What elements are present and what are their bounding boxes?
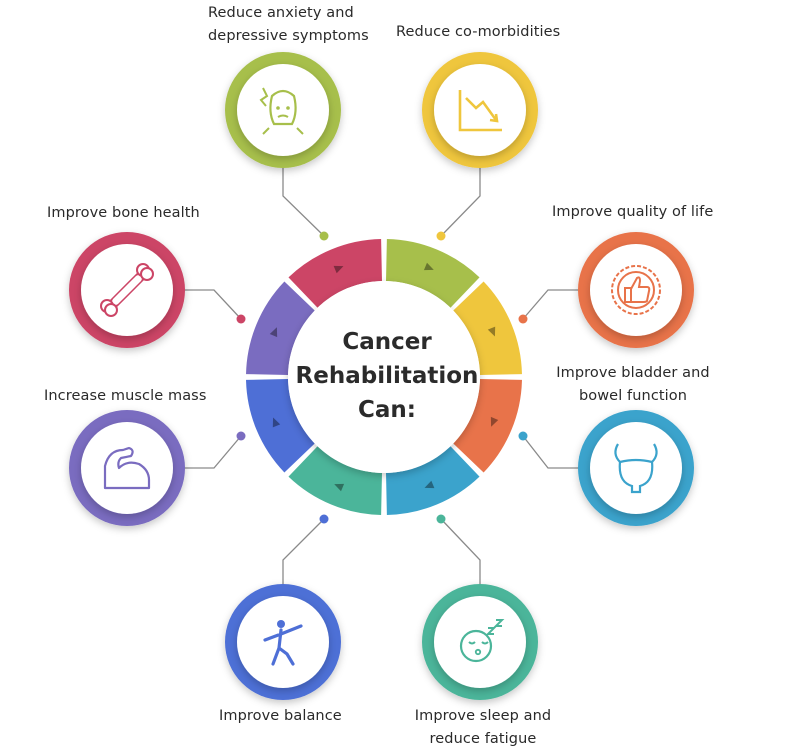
thumbs-up-badge-icon xyxy=(611,265,661,315)
ring-arrow-bladder xyxy=(424,480,435,489)
ring-segment-muscle xyxy=(246,281,315,375)
label-reduce-anxiety: Reduce anxiety and depressive symptoms xyxy=(208,5,369,44)
ring-arrow-anxiety xyxy=(423,262,434,271)
ring-segment-comorb xyxy=(453,281,522,375)
node-bone xyxy=(69,232,185,348)
bladder-icon xyxy=(614,443,658,494)
ring-segment-balance xyxy=(246,379,315,473)
bone-icon xyxy=(100,263,154,317)
connector-dot-sleep xyxy=(436,514,446,524)
ring-segment-anxiety xyxy=(386,239,480,308)
label-improve-balance: Improve balance xyxy=(219,708,342,724)
node-muscle xyxy=(69,410,185,526)
connector-dot-quality xyxy=(518,314,528,324)
label-quality-of-life: Improve quality of life xyxy=(552,204,714,220)
connector-dot-bone xyxy=(236,314,246,324)
center-circle xyxy=(288,281,480,473)
connector-dot-comorb xyxy=(436,231,446,241)
node-comorb xyxy=(422,52,538,168)
ring-segment-bone xyxy=(288,239,382,308)
ring-arrow-sleep xyxy=(334,483,345,492)
ring-arrow-quality xyxy=(490,416,499,427)
connector-dot-anxiety xyxy=(319,231,329,241)
balance-figure-icon xyxy=(263,620,303,666)
node-quality xyxy=(578,232,694,348)
ring-arrow-balance xyxy=(272,417,281,428)
node-bladder xyxy=(578,410,694,526)
sleeping-face-icon xyxy=(459,619,505,663)
flexed-arm-icon xyxy=(103,446,151,490)
ring-arrow-muscle xyxy=(269,327,278,338)
ring-segment-bladder xyxy=(386,446,480,515)
center-title: Cancer Rehabilitation Can: xyxy=(295,329,479,423)
declining-chart-icon xyxy=(458,90,502,132)
ring-segment-quality xyxy=(453,379,522,473)
connector-dot-balance xyxy=(319,514,329,524)
label-reduce-comorbidities: Reduce co-morbidities xyxy=(396,24,561,40)
node-anxiety xyxy=(225,52,341,168)
label-bone-health: Improve bone health xyxy=(47,205,200,221)
connector-dot-muscle xyxy=(236,431,246,441)
ring-arrow-comorb xyxy=(487,326,496,337)
connector-dot-bladder xyxy=(518,431,528,441)
label-sleep-fatigue: Improve sleep and reduce fatigue xyxy=(414,708,552,747)
anxious-face-icon xyxy=(259,87,304,135)
label-bladder-bowel: Improve bladder and bowel function xyxy=(556,365,710,404)
ring-arrow-bone xyxy=(333,265,344,274)
label-muscle-mass: Increase muscle mass xyxy=(44,388,207,404)
ring-segment-sleep xyxy=(288,446,382,515)
node-sleep xyxy=(422,584,538,700)
node-balance xyxy=(225,584,341,700)
